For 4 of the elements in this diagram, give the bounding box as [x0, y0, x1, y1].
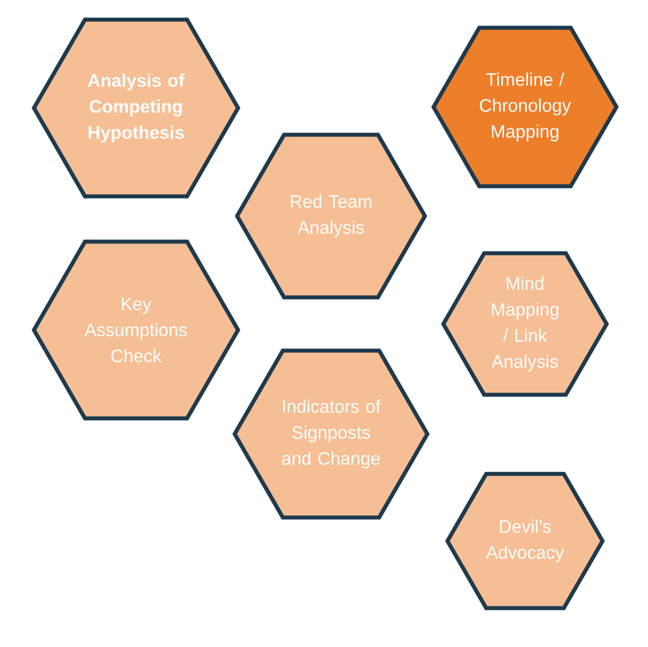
hexagon: Mind Mapping / Link Analysis [441, 251, 609, 397]
hexagon: Key Assumptions Check [32, 240, 240, 420]
hexagon: Analysis of Competing Hypothesis [32, 18, 240, 198]
hexagon: Devil’s Advocacy [445, 472, 605, 610]
